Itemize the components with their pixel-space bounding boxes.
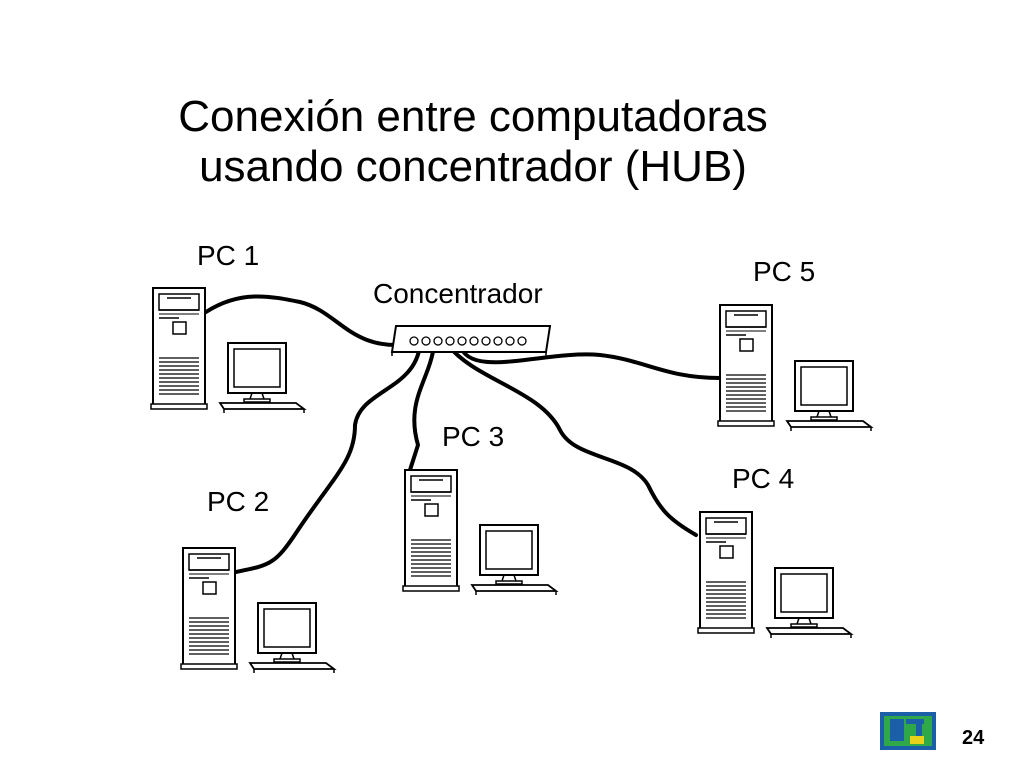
computer-pc3 bbox=[402, 469, 557, 596]
slide-title: Conexión entre computadoras usando conce… bbox=[0, 92, 946, 192]
label-hub: Concentrador bbox=[373, 278, 543, 309]
page-number: 24 bbox=[962, 727, 985, 749]
cable-pc2 bbox=[234, 343, 422, 574]
title-line-2: usando concentrador (HUB) bbox=[199, 142, 747, 191]
computer-pc4 bbox=[697, 511, 852, 639]
computer-pc1 bbox=[150, 287, 305, 414]
hub-device bbox=[390, 325, 552, 356]
network-cables bbox=[204, 294, 722, 574]
title-line-1: Conexión entre computadoras bbox=[178, 92, 768, 141]
label-pc5: PC 5 bbox=[753, 256, 816, 287]
hub-ports bbox=[409, 336, 527, 346]
cable-pc1 bbox=[204, 294, 414, 348]
pi-logo-icon bbox=[880, 712, 936, 750]
label-pc3: PC 3 bbox=[442, 421, 505, 452]
computer-pc5 bbox=[717, 304, 872, 432]
label-pc2: PC 2 bbox=[207, 486, 270, 517]
cable-pc4 bbox=[446, 343, 698, 537]
cable-pc3 bbox=[408, 343, 436, 472]
cable-pc5 bbox=[458, 343, 722, 380]
label-pc4: PC 4 bbox=[732, 463, 795, 494]
label-pc1: PC 1 bbox=[197, 240, 260, 271]
